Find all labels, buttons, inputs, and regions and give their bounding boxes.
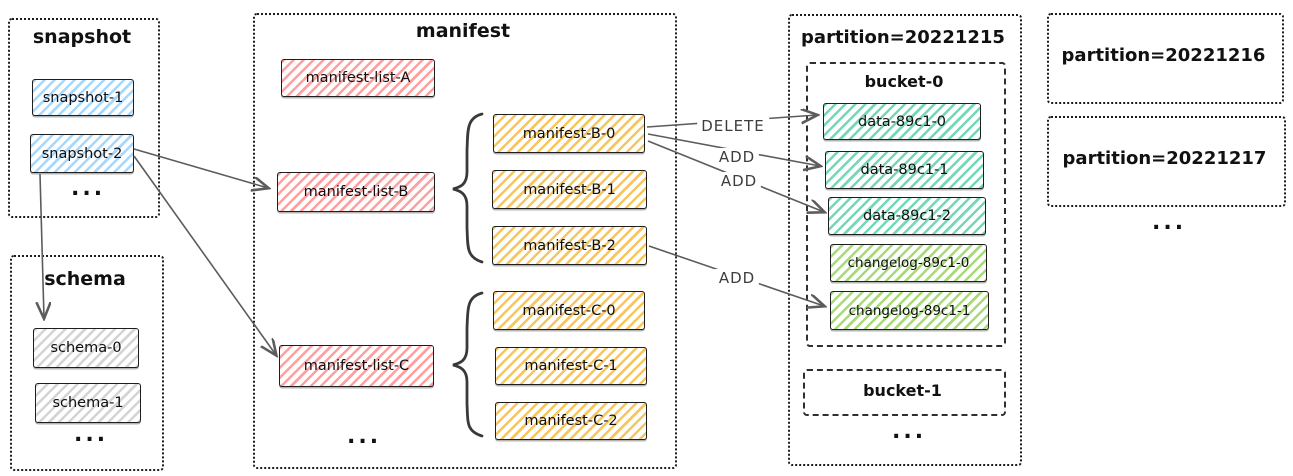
- edge-label-delete: DELETE: [697, 117, 769, 135]
- partitions-more-ellipsis: ...: [1152, 210, 1187, 235]
- data-89c1-2-box: data-89c1-2: [828, 197, 986, 235]
- manifest-c-2-box: manifest-C-2: [495, 402, 647, 440]
- partition-20221217-box: [1047, 116, 1286, 207]
- edge-label-add-3: ADD: [714, 269, 760, 287]
- manifest-list-c-box: manifest-list-C: [279, 345, 434, 387]
- schema-group-title: schema: [44, 268, 126, 290]
- manifest-list-a-box: manifest-list-A: [281, 59, 435, 97]
- schema-0-box: schema-0: [33, 328, 139, 368]
- data-89c1-0-box: data-89c1-0: [823, 103, 981, 140]
- schema-more-ellipsis: ...: [74, 422, 109, 447]
- changelog-89c1-0-box: changelog-89c1-0: [830, 244, 987, 282]
- partition-20221215-box: [788, 14, 1022, 466]
- snapshot-group-box: [8, 18, 160, 218]
- snapshot-1-box: snapshot-1: [32, 79, 134, 116]
- manifest-more-ellipsis: ...: [347, 424, 382, 449]
- manifest-group-title: manifest: [415, 20, 511, 42]
- snapshot-more-ellipsis: ...: [71, 176, 106, 201]
- bucket-1-title: bucket-1: [863, 381, 942, 400]
- partition-20221216-title: partition=20221216: [1061, 45, 1266, 66]
- schema-group-box: [10, 255, 164, 471]
- partition-20221215-title: partition=20221215: [801, 27, 1005, 48]
- manifest-c-1-box: manifest-C-1: [495, 347, 647, 385]
- edge-label-add-1: ADD: [714, 148, 760, 166]
- schema-1-box: schema-1: [35, 383, 141, 423]
- snapshot-group-title: snapshot: [32, 26, 132, 48]
- changelog-89c1-1-box: changelog-89c1-1: [830, 291, 989, 330]
- bucket-1-box: [803, 369, 1006, 416]
- partition-20221216-box: [1047, 13, 1284, 104]
- manifest-list-b-box: manifest-list-B: [277, 172, 435, 212]
- data-89c1-1-box: data-89c1-1: [825, 151, 984, 189]
- manifest-b-0-box: manifest-B-0: [493, 114, 645, 153]
- bucket-0-title: bucket-0: [864, 72, 944, 91]
- partition-20221215-more-ellipsis: ...: [892, 419, 927, 444]
- partition-20221217-title: partition=20221217: [1062, 148, 1267, 169]
- manifest-c-0-box: manifest-C-0: [493, 291, 645, 330]
- edge-label-add-2: ADD: [716, 172, 762, 190]
- manifest-b-1-box: manifest-B-1: [492, 170, 647, 209]
- manifest-b-2-box: manifest-B-2: [492, 226, 647, 265]
- snapshot-2-box: snapshot-2: [30, 134, 134, 173]
